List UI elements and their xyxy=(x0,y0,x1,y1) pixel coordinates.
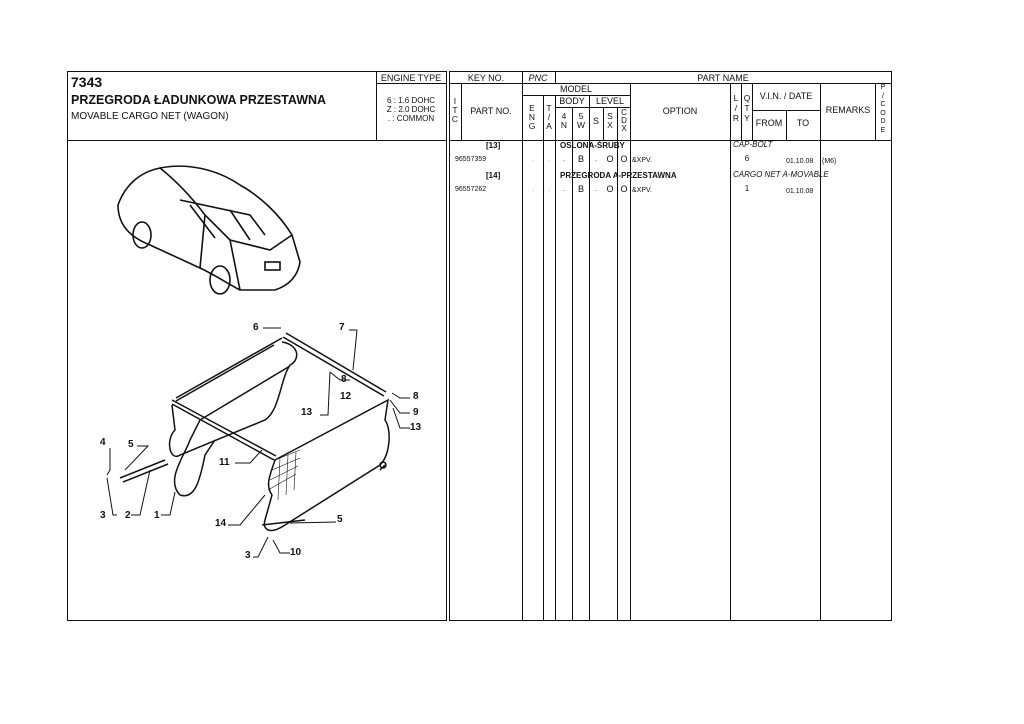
callout-9: 9 xyxy=(413,407,419,418)
part-no-header: PART NO. xyxy=(470,106,512,116)
callout-8b: 8 xyxy=(413,391,419,402)
callout-5: 5 xyxy=(128,439,134,450)
cdx-value: O xyxy=(620,184,628,194)
car-illustration xyxy=(117,165,301,295)
vin-date-header: V.I.N. / DATE xyxy=(759,91,813,101)
group-code: 7343 xyxy=(71,74,103,90)
engine-type-label: ENGINE TYPE xyxy=(380,73,442,83)
callout-14: 14 xyxy=(215,518,227,529)
qty-value: 6 xyxy=(744,154,750,163)
level-s-header: S xyxy=(592,116,600,126)
part-name-pl: OSLONA-ŚRUBY xyxy=(560,141,625,150)
ta-value: . xyxy=(548,186,550,193)
title-pl: PRZEGRODA ŁADUNKOWA PRZESTAWNA xyxy=(71,93,327,107)
part-name-header: PART NAME xyxy=(697,73,749,83)
leader-lines xyxy=(106,327,410,558)
part-no: 96557359 xyxy=(455,156,487,163)
part-name-en: CARGO NET A-MOVABLE xyxy=(733,170,829,179)
callout-2: 2 xyxy=(125,510,131,521)
lr-header: L/R xyxy=(732,93,740,123)
engine-type-6: 6 : 1.6 DOHC xyxy=(386,96,436,105)
engine-type-z: Z : 2.0 DOHC xyxy=(386,105,436,114)
callout-7: 7 xyxy=(339,322,345,333)
callout-4: 4 xyxy=(100,437,106,448)
5w-value: B xyxy=(577,154,585,164)
to-header: TO xyxy=(796,118,810,128)
engine-type-common: . : COMMON xyxy=(387,114,435,123)
key-no: [13] xyxy=(486,141,501,150)
net-mesh xyxy=(267,449,301,501)
option-header: OPTION xyxy=(662,106,698,116)
eng-value: . xyxy=(532,186,534,193)
key-no-header: KEY NO. xyxy=(467,73,505,83)
eng-value: . xyxy=(532,156,534,163)
s-value: . xyxy=(595,156,597,163)
remarks-header: REMARKS xyxy=(825,105,871,115)
part-name-pl: PRZEGRODA A-PRZESTAWNA xyxy=(560,171,677,180)
s-value: . xyxy=(595,186,597,193)
body-header: BODY xyxy=(559,96,585,106)
remarks-value: (M6) xyxy=(822,158,837,165)
ta-value: . xyxy=(548,156,550,163)
option-value: &XPV. xyxy=(632,157,652,164)
callout-8: 8 xyxy=(341,374,347,385)
from-value: 01.10.08 xyxy=(786,188,814,195)
title-en: MOVABLE CARGO NET (WAGON) xyxy=(71,111,229,122)
from-header: FROM xyxy=(755,118,783,128)
callout-11: 11 xyxy=(219,457,230,468)
option-value: &XPV. xyxy=(632,187,652,194)
callout-12: 12 xyxy=(340,391,352,402)
callout-10: 10 xyxy=(290,547,302,558)
callout-3b: 3 xyxy=(245,550,251,561)
sx-value: O xyxy=(606,154,614,164)
callout-6: 6 xyxy=(253,322,259,333)
cargo-net-diagram xyxy=(119,332,390,532)
5w-value: B xyxy=(577,184,585,194)
callout-3: 3 xyxy=(100,510,106,521)
callout-13: 13 xyxy=(301,407,313,418)
part-name-en: CAP-BOLT xyxy=(733,140,773,149)
ta-header: T/A xyxy=(546,103,552,131)
from-value: 01.10.08 xyxy=(786,158,814,165)
pnc-header: PNC xyxy=(528,73,548,83)
cdx-value: O xyxy=(620,154,628,164)
sx-value: O xyxy=(606,184,614,194)
level-header: LEVEL xyxy=(595,96,625,106)
qty-value: 1 xyxy=(744,184,750,193)
callout-13b: 13 xyxy=(410,422,422,433)
callout-1: 1 xyxy=(154,510,160,521)
part-no: 96557262 xyxy=(455,186,487,193)
key-no: [14] xyxy=(486,171,501,180)
callout-5b: 5 xyxy=(337,514,343,525)
model-header: MODEL xyxy=(559,84,593,94)
4n-value: . xyxy=(563,186,565,193)
4n-value: . xyxy=(563,156,565,163)
